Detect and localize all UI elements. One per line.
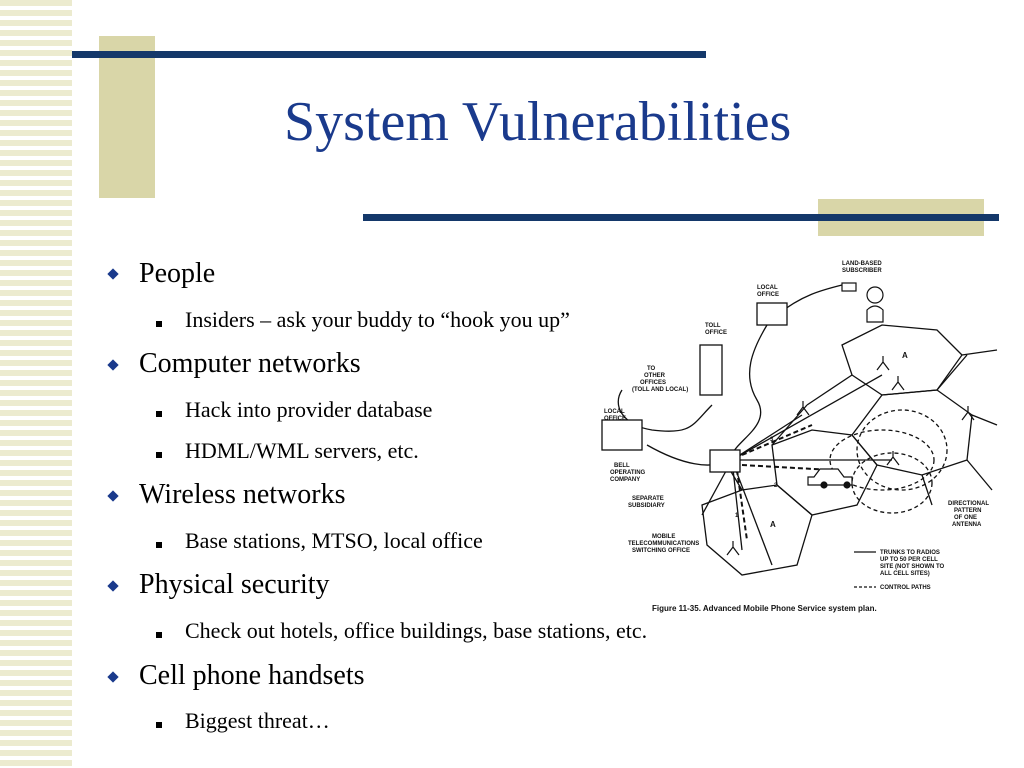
amps-system-diagram: LAND-BASED SUBSCRIBER LOCAL OFFICE TOLL … (592, 255, 1002, 617)
square-bullet-icon (156, 722, 162, 728)
left-stripe-decoration (0, 0, 72, 768)
sub-bullet-base-stations: Base stations, MTSO, local office (185, 528, 483, 553)
square-bullet-icon (156, 411, 162, 417)
label-to-other-offices: TO OTHER OFFICES (TOLL AND LOCAL) (632, 366, 688, 393)
label-bell-operating-company: BELL OPERATING COMPANY (610, 463, 647, 483)
antenna-tower-icon (726, 541, 740, 556)
diamond-bullet-icon (107, 359, 119, 371)
diamond-bullet-icon (107, 268, 119, 280)
label-control-paths: CONTROL PATHS (880, 585, 931, 591)
tan-accent-block-left (99, 36, 155, 198)
label-toll-office: TOLL OFFICE (705, 323, 727, 336)
car-icon (807, 468, 853, 489)
label-local-office-top: LOCAL OFFICE (757, 285, 779, 298)
antenna-tower-icon (886, 451, 900, 466)
square-bullet-icon (156, 452, 162, 458)
hex-cell-right (851, 389, 973, 476)
amps-diagram-svg: LAND-BASED SUBSCRIBER LOCAL OFFICE TOLL … (601, 261, 998, 613)
diamond-bullet-icon (107, 580, 119, 592)
sub-bullet-biggest-threat: Biggest threat… (185, 708, 330, 733)
antenna-tower-icon (796, 401, 810, 416)
title-rule-top (72, 51, 706, 58)
sub-bullet-hdml-servers: HDML/WML servers, etc. (185, 438, 419, 463)
sub-bullet-provider-db: Hack into provider database (185, 397, 433, 422)
toll-office-building (699, 344, 723, 396)
cell-label-a-bottom: A (770, 520, 776, 529)
local-office-top-building (756, 302, 788, 326)
slide-title: System Vulnerabilities (284, 91, 792, 153)
hex-cell-bottom (701, 484, 813, 576)
label-land-based: LAND-BASED SUBSCRIBER (842, 261, 883, 274)
label-local-office-left: LOCAL OFFICE (604, 409, 626, 422)
antenna-tower-icon (961, 406, 975, 421)
diamond-bullet-icon (107, 490, 119, 502)
bullet-physical-security: Physical security (139, 569, 330, 600)
path-number-3: 3 (770, 437, 774, 443)
square-bullet-icon (156, 632, 162, 638)
sub-bullet-hotels: Check out hotels, office buildings, base… (185, 618, 648, 643)
bullet-computer-networks: Computer networks (139, 348, 361, 379)
path-number-1: 1 (735, 513, 739, 519)
square-bullet-icon (156, 321, 162, 327)
land-based-subscriber-icon (841, 282, 884, 323)
hex-cell-top (841, 324, 963, 396)
antenna-tower-icon (891, 376, 905, 391)
path-number-2: 2 (774, 483, 778, 489)
antenna-tower-icon (876, 356, 890, 371)
bullet-cell-phone-handsets: Cell phone handsets (139, 660, 365, 691)
figure-caption: Figure 11-35. Advanced Mobile Phone Serv… (652, 604, 877, 613)
label-trunks: TRUNKS TO RADIOS UP TO 50 PER CELL SITE … (880, 550, 946, 577)
bullet-wireless-networks: Wireless networks (139, 479, 346, 510)
diamond-bullet-icon (107, 671, 119, 683)
mtso-building (709, 449, 741, 473)
square-bullet-icon (156, 542, 162, 548)
local-office-left-building (601, 419, 643, 451)
bullet-people: People (139, 258, 216, 289)
label-directional-pattern: DIRECTIONAL PATTERN OF ONE ANTENNA (948, 501, 991, 528)
sub-bullet-insiders: Insiders – ask your buddy to “hook you u… (185, 307, 570, 332)
label-separate-subsidiary: SEPARATE SUBSIDIARY (628, 496, 665, 509)
title-rule-bottom (363, 214, 999, 221)
label-mtso: MOBILE TELECOMMUNICATIONS SWITCHING OFFI… (628, 534, 701, 554)
cell-label-a-top: A (902, 351, 908, 360)
